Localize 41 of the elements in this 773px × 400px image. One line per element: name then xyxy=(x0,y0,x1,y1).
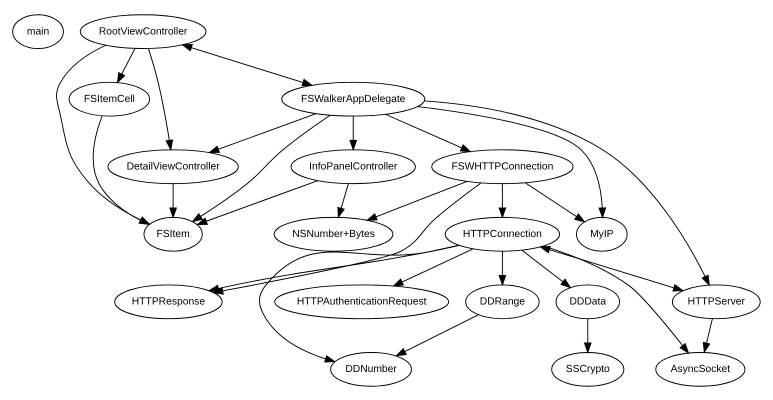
arrow xyxy=(522,249,572,288)
node-ellipse: NSNumber+Bytes xyxy=(274,216,394,252)
arrow xyxy=(337,182,349,218)
arrow xyxy=(181,44,314,86)
arrow xyxy=(208,244,460,292)
arrow xyxy=(208,112,316,153)
arrow xyxy=(116,48,136,84)
arrow xyxy=(395,314,479,356)
node-ellipse: DDRange xyxy=(465,284,540,319)
node-ellipse: MyIP xyxy=(576,216,628,252)
arrow xyxy=(196,180,318,224)
arrow xyxy=(258,244,460,362)
arrow xyxy=(169,182,178,218)
node-ellipse: FSItem xyxy=(144,216,203,252)
node-ellipse: RootViewController xyxy=(80,14,206,48)
arrow xyxy=(385,113,472,152)
arrow xyxy=(349,115,358,151)
arrow xyxy=(702,318,713,354)
node-ellipse: FSWHTTPConnection xyxy=(431,148,574,184)
node-ellipse: HTTPConnection xyxy=(444,216,560,252)
arrow xyxy=(417,106,606,218)
node-ellipse: DetailViewController xyxy=(107,148,239,184)
arrow xyxy=(148,48,174,151)
arrow xyxy=(524,182,586,222)
node-ellipse: DDData xyxy=(556,284,620,319)
arrow xyxy=(392,248,474,286)
node-ellipse: AsyncSocket xyxy=(655,352,746,386)
node-ellipse: InfoPanelController xyxy=(290,148,416,184)
arrow xyxy=(498,182,506,218)
node-ellipse: FSWalkerAppDelegate xyxy=(281,81,426,116)
arrow xyxy=(584,318,592,354)
arrow xyxy=(191,114,331,222)
arrow xyxy=(543,245,690,354)
node-ellipse: FSItemCell xyxy=(68,81,150,116)
arrow xyxy=(366,180,468,220)
node-ellipse: DDNumber xyxy=(330,352,412,386)
node-ellipse: HTTPAuthenticationRequest xyxy=(274,284,450,319)
node-ellipse: main xyxy=(12,14,64,48)
arrow xyxy=(498,250,506,286)
node-ellipse: SSCrypto xyxy=(551,352,624,386)
arrow xyxy=(424,100,710,286)
